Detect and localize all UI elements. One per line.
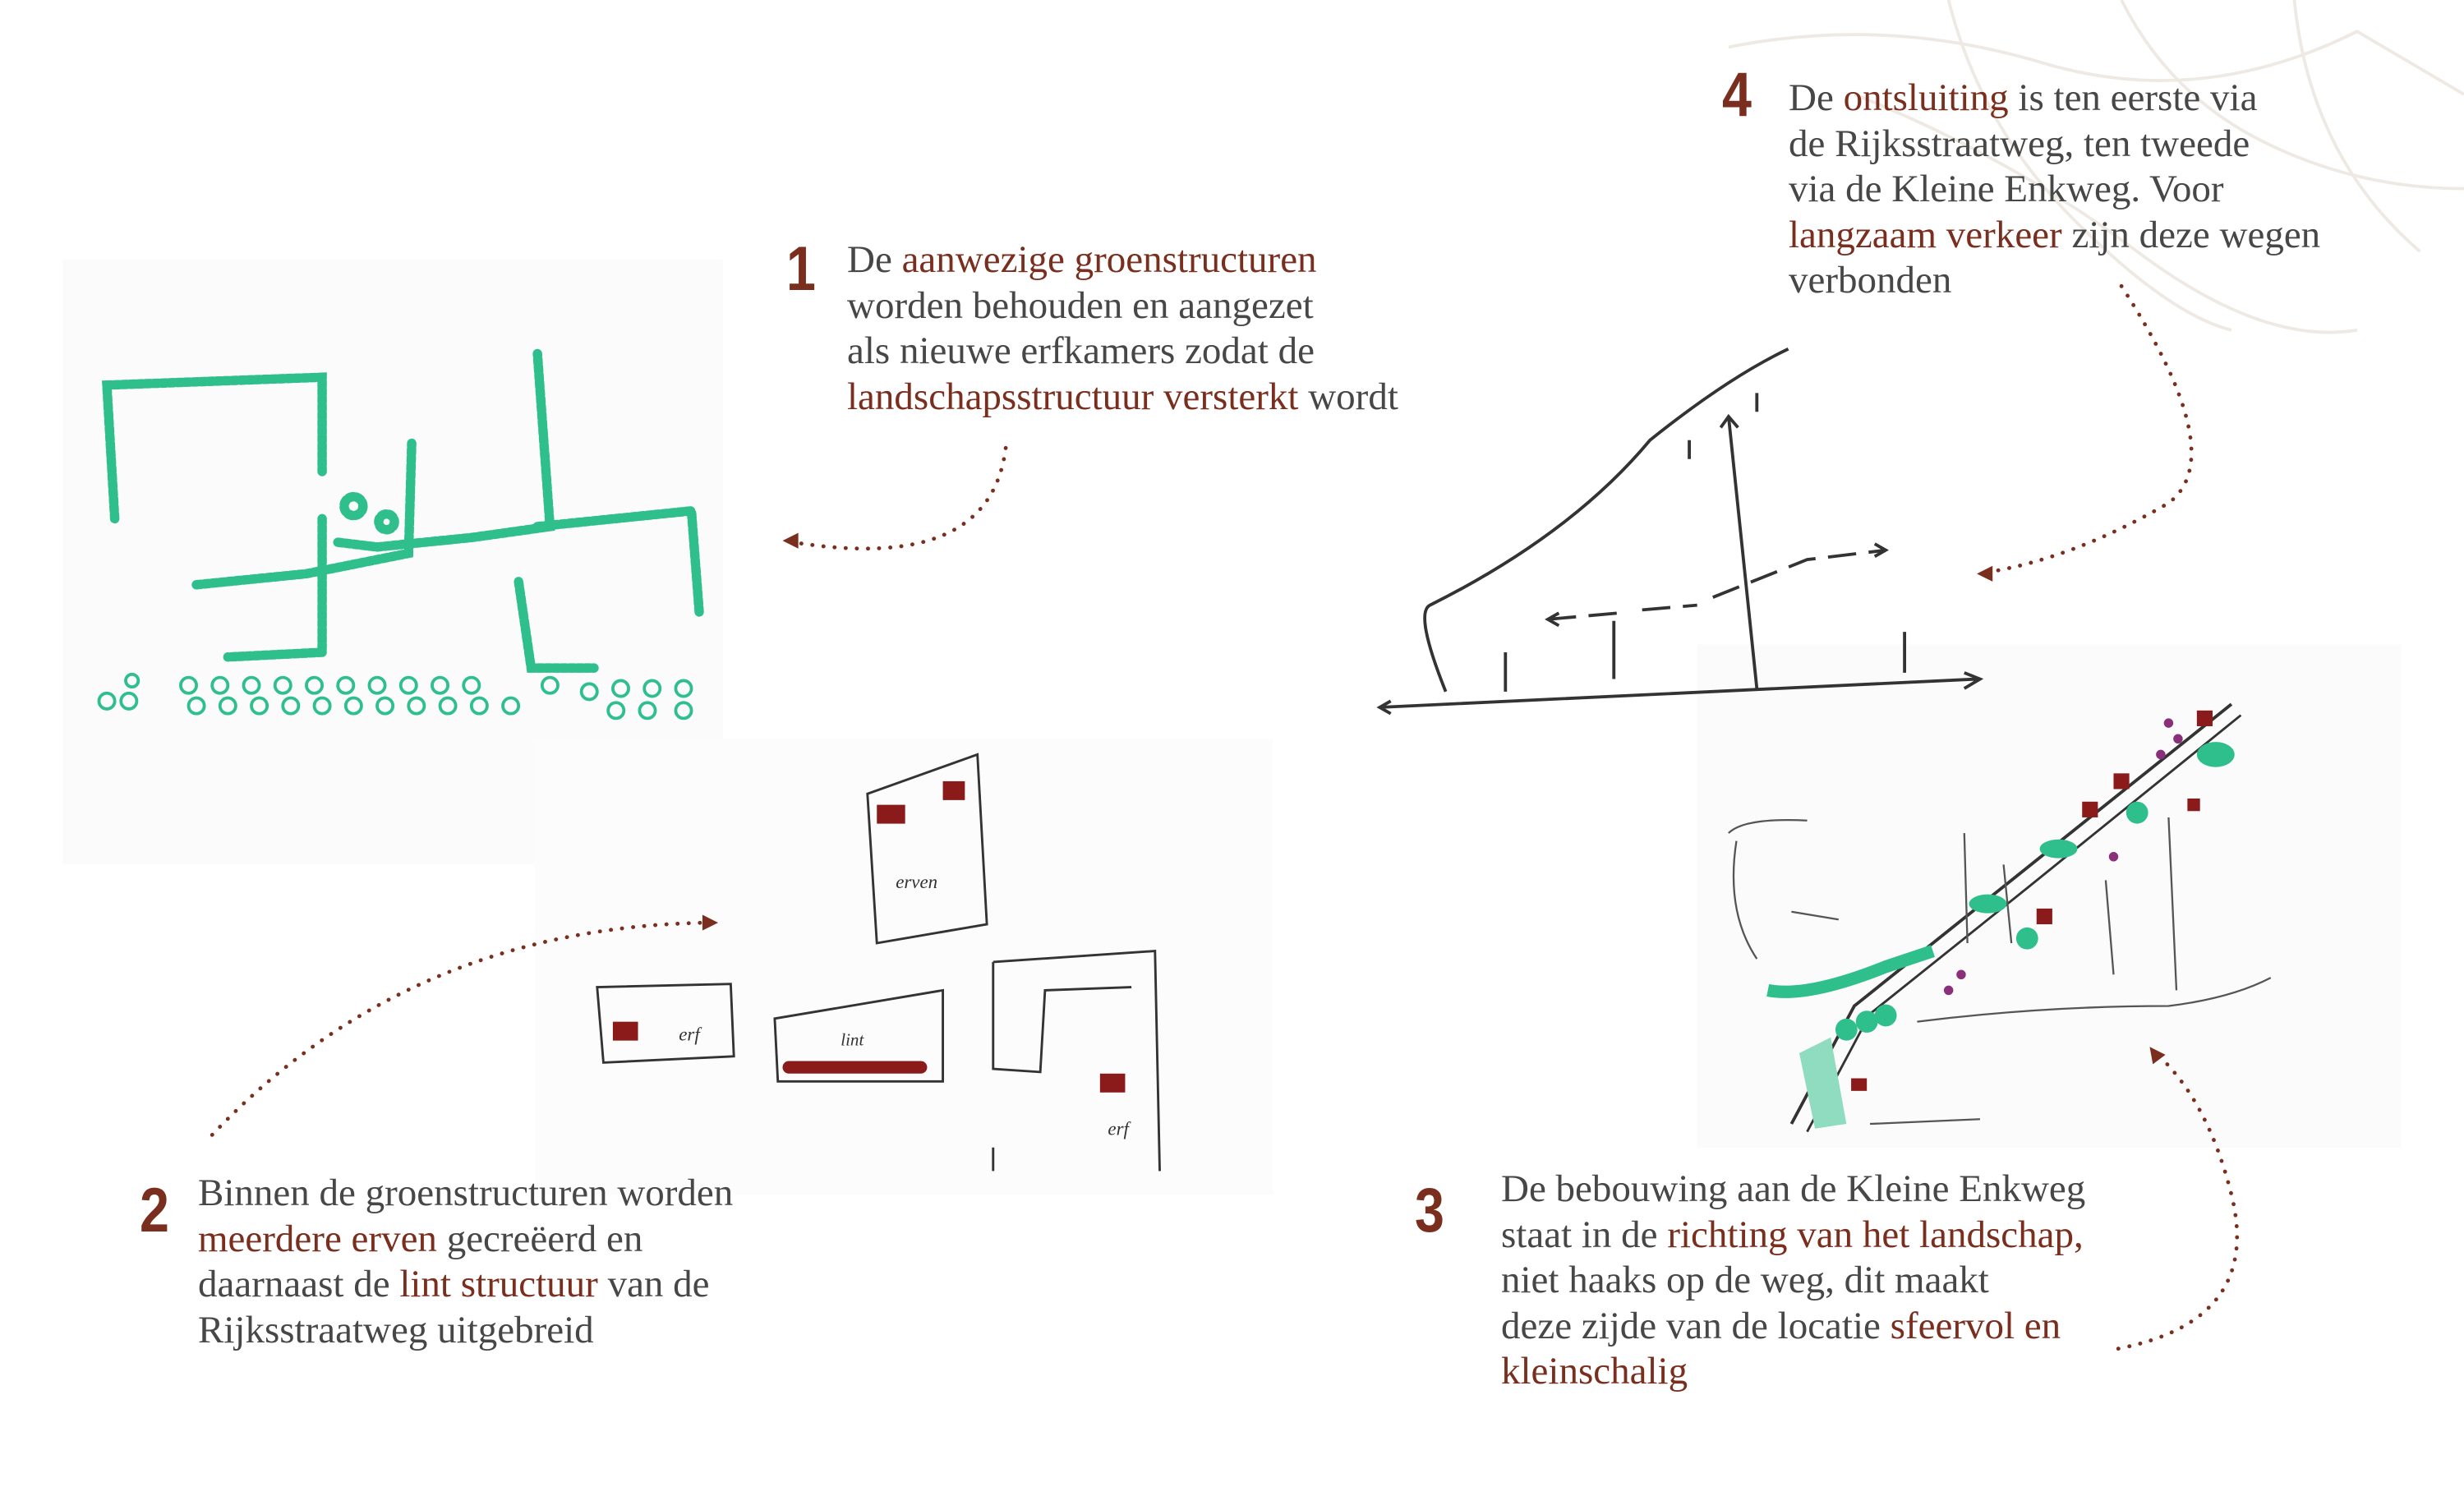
background-map-lines <box>1728 0 2464 334</box>
highlighted-text: meerdere erven <box>198 1217 437 1260</box>
text-segment: gecreëerd en <box>436 1217 643 1260</box>
text-line: worden behouden en aangezet <box>847 283 1398 329</box>
step-number-4: 4 <box>1722 60 1752 130</box>
highlighted-text: langzaam verkeer <box>1789 213 2062 256</box>
arrowheads <box>702 532 2166 1065</box>
text-line: via de Kleine Enkweg. Voor <box>1789 167 2320 213</box>
arrow-4 <box>1986 283 2194 574</box>
text-line: Rijksstraatweg uitgebreid <box>198 1308 733 1354</box>
text-segment: van de <box>597 1263 710 1305</box>
text-segment: De <box>1789 76 1844 119</box>
tree-row-sketch <box>97 672 693 720</box>
highlighted-text: sfeervol en <box>1890 1304 2061 1347</box>
text-segment: wordt <box>1298 375 1398 418</box>
text-line: daarnaast de lint structuur van de <box>198 1262 733 1308</box>
text-line: de Rijksstraatweg, ten tweede <box>1789 122 2320 168</box>
text-segment: Binnen de groenstructuren worden <box>198 1172 734 1214</box>
text-line: meerdere erven gecreëerd en <box>198 1217 733 1263</box>
green-structure-sketch <box>101 348 704 673</box>
text-line: verbonden <box>1789 258 2320 304</box>
text-segment: daarnaast de <box>198 1263 400 1305</box>
highlighted-text: landschapsstructuur versterkt <box>847 375 1299 418</box>
text-line: Binnen de groenstructuren worden <box>198 1171 733 1217</box>
step-number-3: 3 <box>1415 1176 1444 1245</box>
text-line: als nieuwe erfkamers zodat de <box>847 329 1398 375</box>
lint-sketch <box>1728 702 2272 1133</box>
text-segment: zijn deze wegen <box>2061 213 2321 256</box>
sketch-label-lint: lint <box>841 1029 864 1049</box>
arrow-1 <box>791 445 1008 551</box>
text-segment: De <box>847 238 902 281</box>
highlighted-text: kleinschalig <box>1501 1350 1688 1393</box>
building-marks <box>612 780 1126 1093</box>
highlighted-text: richting van het landschap, <box>1667 1213 2084 1256</box>
text-line: De ontsluiting is ten eerste via <box>1789 76 2320 122</box>
arrow-3 <box>2116 1051 2240 1351</box>
text-line: landschapsstructuur versterkt wordt <box>847 375 1398 421</box>
text-segment: staat in de <box>1501 1213 1668 1256</box>
road-diagram-sketch <box>1376 348 1984 716</box>
text-line: De aanwezige groenstructuren <box>847 237 1398 283</box>
highlighted-text: ontsluiting <box>1843 76 2009 119</box>
text-segment: niet haaks op de weg, dit maakt <box>1501 1259 1989 1301</box>
text-segment: De bebouwing aan de Kleine Enkweg <box>1501 1167 2086 1210</box>
text-segment: deze zijde van de locatie <box>1501 1304 1891 1347</box>
text-line: deze zijde van de locatie sfeervol en <box>1501 1304 2085 1350</box>
sketch-label-erven: erven <box>896 872 937 892</box>
text-line: staat in de richting van het landschap, <box>1501 1213 2085 1259</box>
highlighted-text: aanwezige groenstructuren <box>901 238 1317 281</box>
text-segment: de Rijksstraatweg, ten tweede <box>1789 122 2250 165</box>
sketch-label-erf: erf <box>679 1024 702 1045</box>
text-line: De bebouwing aan de Kleine Enkweg <box>1501 1167 2085 1213</box>
highlighted-text: lint structuur <box>399 1263 598 1305</box>
dotted-arrows <box>210 283 2240 1351</box>
text-segment: verbonden <box>1789 259 1952 302</box>
sketch-label-erf: erf <box>1108 1118 1131 1139</box>
text-segment: Rijksstraatweg uitgebreid <box>198 1308 594 1351</box>
erven-sketch <box>596 753 1161 1172</box>
text-segment: als nieuwe erfkamers zodat de <box>847 329 1315 372</box>
sketch-panel-lint <box>1697 644 2402 1148</box>
text-segment: is ten eerste via <box>2008 76 2258 119</box>
step-number-1: 1 <box>786 234 816 304</box>
step-number-2: 2 <box>140 1176 169 1245</box>
text-line: langzaam verkeer zijn deze wegen <box>1789 213 2320 259</box>
text-segment: worden behouden en aangezet <box>847 283 1314 327</box>
text-segment: via de Kleine Enkweg. Voor <box>1789 168 2224 210</box>
text-line: kleinschalig <box>1501 1349 2085 1395</box>
text-line: niet haaks op de weg, dit maakt <box>1501 1258 2085 1304</box>
arrow-2 <box>210 920 710 1137</box>
